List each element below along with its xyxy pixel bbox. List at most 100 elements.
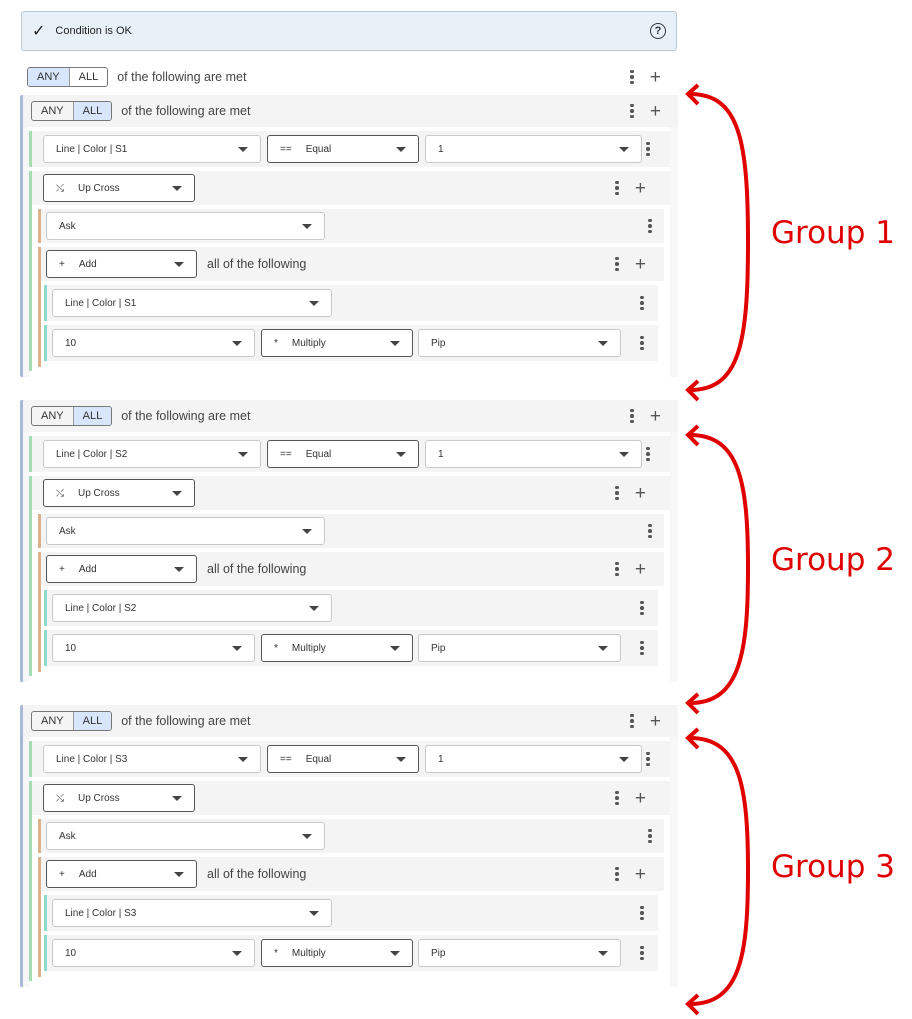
any-button[interactable]: ANY [28,68,69,86]
group-2-bracket-arrow [685,424,751,715]
help-circle-icon[interactable]: ? [650,23,666,39]
multiply-operator-select[interactable]: *Multiply [261,939,413,967]
add-operation-select[interactable]: +Add [46,250,197,278]
group-label: of the following are met [121,714,251,728]
more-options-icon[interactable] [615,256,619,272]
line-select[interactable]: Line | Color | S1 [52,289,332,317]
price-select[interactable]: Ask [46,822,325,850]
add-icon[interactable]: + [649,710,661,732]
price-select[interactable]: Ask [46,517,325,545]
all-button[interactable]: ALL [72,712,112,730]
price-select[interactable]: Ask [46,212,325,240]
all-button[interactable]: ALL [72,407,112,425]
add-icon[interactable]: + [634,177,646,199]
line-row: Line | Color | S1 [44,285,658,321]
multiply-operator-select[interactable]: *Multiply [261,329,413,357]
right-operand-select[interactable]: 1 [425,745,642,773]
any-all-toggle[interactable]: ANY ALL [31,101,113,121]
add-icon[interactable]: + [634,863,646,885]
left-operand-select[interactable]: Line | Color | S1 [43,135,261,163]
add-label: all of the following [207,562,307,576]
multiply-operator-select[interactable]: *Multiply [261,634,413,662]
add-icon[interactable]: + [634,787,646,809]
chevron-down-icon [396,757,406,762]
more-options-icon[interactable] [640,905,644,921]
line-select[interactable]: Line | Color | S2 [52,594,332,622]
chevron-down-icon [619,757,629,762]
add-icon[interactable]: + [649,405,661,427]
add-icon[interactable]: + [634,482,646,504]
more-options-icon[interactable] [615,561,619,577]
chevron-down-icon [396,147,406,152]
more-options-icon[interactable] [615,866,619,882]
more-options-icon[interactable] [615,790,619,806]
any-all-toggle[interactable]: ANY ALL [31,711,113,731]
add-icon[interactable]: + [649,100,661,122]
all-button[interactable]: ALL [72,102,112,120]
more-options-icon[interactable] [640,335,644,351]
operator-select[interactable]: ==Equal [267,135,419,163]
add-icon[interactable]: + [649,66,661,88]
more-options-icon[interactable] [648,523,652,539]
more-options-icon[interactable] [630,713,634,729]
more-options-icon[interactable] [630,408,634,424]
line-row: Line | Color | S2 [44,590,658,626]
chevron-down-icon [174,262,184,267]
line-select[interactable]: Line | Color | S3 [52,899,332,927]
any-button[interactable]: ANY [41,715,64,727]
compare-row: Line | Color | S2 ==Equal 1 [29,436,670,472]
chevron-down-icon [309,911,319,916]
unit-select[interactable]: Pip [418,634,621,662]
more-options-icon[interactable] [615,485,619,501]
more-options-icon[interactable] [640,295,644,311]
more-options-icon[interactable] [648,828,652,844]
chevron-down-icon [238,147,248,152]
group-body: Line | Color | S3 ==Equal 1 ⤯Up Cross + … [29,737,670,987]
operator-select[interactable]: ==Equal [267,440,419,468]
any-all-toggle[interactable]: ANY ALL [31,406,113,426]
more-options-icon[interactable] [646,141,650,157]
cross-type-select[interactable]: ⤯Up Cross [43,784,195,812]
add-row: +Add all of the following + [41,857,664,891]
all-button[interactable]: ALL [68,68,108,86]
add-operation-select[interactable]: +Add [46,555,197,583]
more-options-icon[interactable] [648,218,652,234]
multiplier-select[interactable]: 10 [52,634,255,662]
condition-status-bar: ✓ Condition is OK ? [21,11,677,51]
add-block: +Add all of the following + Line | Color… [38,857,664,977]
multiplier-select[interactable]: 10 [52,939,255,967]
right-operand-select[interactable]: 1 [425,440,642,468]
cross-row: ⤯Up Cross + [32,171,670,205]
unit-select[interactable]: Pip [418,329,621,357]
add-icon[interactable]: + [634,253,646,275]
more-options-icon[interactable] [630,103,634,119]
unit-select[interactable]: Pip [418,939,621,967]
condition-group-2: ANY ALL of the following are met + Line … [20,400,678,682]
chevron-down-icon [390,646,400,651]
add-operation-select[interactable]: +Add [46,860,197,888]
more-options-icon[interactable] [615,180,619,196]
multiply-row: 10 *Multiply Pip [44,630,658,666]
group-body: Line | Color | S2 ==Equal 1 ⤯Up Cross + … [29,432,670,682]
cross-type-select[interactable]: ⤯Up Cross [43,479,195,507]
cross-type-select[interactable]: ⤯Up Cross [43,174,195,202]
add-icon[interactable]: + [634,558,646,580]
operator-select[interactable]: ==Equal [267,745,419,773]
any-button[interactable]: ANY [41,410,64,422]
any-button[interactable]: ANY [41,105,64,117]
more-options-icon[interactable] [630,69,634,85]
multiplier-select[interactable]: 10 [52,329,255,357]
chevron-down-icon [232,646,242,651]
more-options-icon[interactable] [640,640,644,656]
line-row: Line | Color | S3 [44,895,658,931]
more-options-icon[interactable] [640,600,644,616]
left-operand-select[interactable]: Line | Color | S2 [43,440,261,468]
cross-icon: ⤯ [56,792,64,804]
any-all-toggle[interactable]: ANY ALL [27,67,109,87]
more-options-icon[interactable] [646,446,650,462]
right-operand-select[interactable]: 1 [425,135,642,163]
left-operand-select[interactable]: Line | Color | S3 [43,745,261,773]
more-options-icon[interactable] [640,945,644,961]
more-options-icon[interactable] [646,751,650,767]
chevron-down-icon [309,606,319,611]
